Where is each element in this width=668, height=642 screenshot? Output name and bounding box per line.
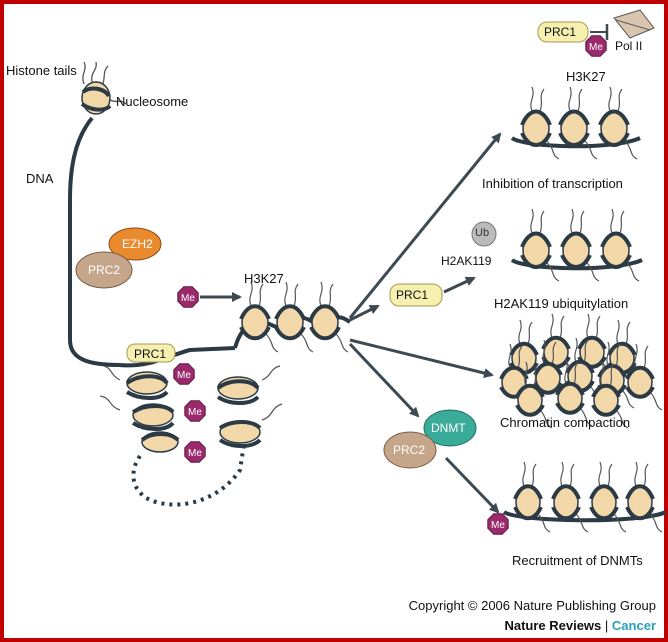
prc1-top-label: PRC1 <box>544 25 577 39</box>
journal-separator: | <box>604 618 609 633</box>
ub-label: Ub <box>475 227 490 239</box>
compacted-cluster <box>99 343 283 507</box>
outcome-chromatin-rows <box>499 86 667 533</box>
dna-strand <box>68 116 121 367</box>
prc2-lower-label: PRC2 <box>393 443 426 457</box>
row-ubiquitylation-nucleosome-1 <box>520 208 560 282</box>
row-recruitment-nucleosome-2 <box>551 461 589 533</box>
dna-label: DNA <box>26 171 54 186</box>
journal-section: Cancer <box>611 618 656 633</box>
row-recruitment <box>502 461 667 533</box>
prc1-middle-box <box>389 283 443 307</box>
outcome-inhibition-label: Inhibition of transcription <box>482 176 623 191</box>
h2ak119-label: H2AK119 <box>441 254 492 268</box>
arrow-prc1-to-ub <box>443 276 476 294</box>
center-chromatin <box>233 281 352 353</box>
compaction-nucleosome-12 <box>591 361 629 429</box>
me-marker-cluster-2-text: Me <box>188 407 202 418</box>
me-marker-recruitment <box>487 513 509 535</box>
row-inhibition-nucleosome-3 <box>598 86 638 160</box>
prc1-middle-label: PRC1 <box>396 288 429 302</box>
dnmt-blob <box>423 409 477 447</box>
me-marker-cluster-1 <box>173 363 195 385</box>
arrow-to-recruitment <box>444 456 500 514</box>
prc2-lower-blob <box>383 431 437 469</box>
me-marker-cluster-3-text: Me <box>188 448 202 459</box>
prc1-cluster-label: PRC1 <box>134 347 167 361</box>
row-recruitment-nucleosome-3 <box>589 461 627 533</box>
ub-marker <box>471 221 497 247</box>
row-recruitment-nucleosome-1 <box>513 461 551 533</box>
ezh2-blob <box>108 227 162 261</box>
h3k27-center-label: H3K27 <box>244 271 284 286</box>
pol-ii-label: Pol II <box>615 39 643 53</box>
arrow-to-prc1 <box>349 304 380 322</box>
prc1-top-box <box>537 21 589 43</box>
pol-ii-shape <box>613 9 655 39</box>
outcome-ubiquitylation-label: H2AK119 ubiquitylation <box>494 296 629 311</box>
row-inhibition-nucleosome-2 <box>558 86 598 160</box>
arrow-to-dnmt <box>348 342 420 418</box>
center-nucleosome-3 <box>309 281 349 353</box>
copyright-line: Copyright © 2006 Nature Publishing Group <box>408 598 656 613</box>
prc2-blob <box>75 251 133 289</box>
me-marker-recruitment-text: Me <box>491 520 505 531</box>
dnmt-label: DNMT <box>431 421 466 435</box>
me-marker-cluster-3 <box>184 441 206 463</box>
arrow-to-inhibition <box>348 132 502 319</box>
nucleosome-label: Nucleosome <box>116 94 189 109</box>
me-marker-top <box>585 35 607 57</box>
journal-name: Nature Reviews <box>504 618 602 633</box>
outcome-compaction-label: Chromatin compaction <box>500 415 631 430</box>
h3k27-top-label: H3K27 <box>566 69 606 84</box>
prc2-label: PRC2 <box>88 263 121 277</box>
row-inhibition-nucleosome-1 <box>520 86 560 160</box>
me-marker-center-text: Me <box>181 293 195 304</box>
histone-tails-label: Histone tails <box>6 63 77 78</box>
row-compaction <box>499 313 663 429</box>
row-ubiquitylation-nucleosome-2 <box>560 208 600 282</box>
me-marker-cluster-2 <box>184 400 206 422</box>
top-nucleosome <box>80 61 127 115</box>
compaction-nucleosome-9 <box>625 343 663 411</box>
row-ubiquitylation <box>510 208 643 282</box>
me-marker-top-text: Me <box>589 42 603 53</box>
compaction-nucleosome-6 <box>533 339 571 407</box>
center-nucleosome-2 <box>274 281 314 353</box>
journal-line: Nature Reviews | Cancer <box>504 618 656 633</box>
me-marker-center <box>177 286 199 308</box>
outcome-recruitment-label: Recruitment of DNMTs <box>512 553 643 568</box>
row-inhibition <box>510 86 641 160</box>
me-marker-cluster-1-text: Me <box>177 370 191 381</box>
row-ubiquitylation-nucleosome-3 <box>600 208 640 282</box>
compaction-nucleosome-10 <box>515 361 553 429</box>
arrow-to-compaction <box>349 338 494 378</box>
compaction-nucleosome-11 <box>555 359 593 427</box>
row-recruitment-nucleosome-4 <box>625 461 663 533</box>
center-nucleosome-1 <box>239 281 279 353</box>
ezh2-label: EZH2 <box>122 237 153 251</box>
